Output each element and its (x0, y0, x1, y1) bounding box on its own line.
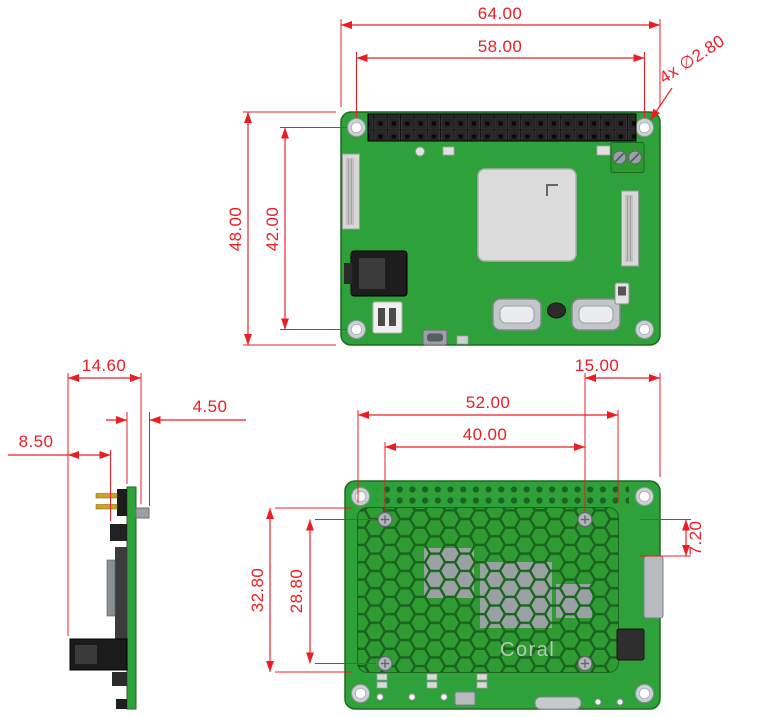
dim-heatsink-height: 32.80 (248, 568, 267, 613)
heatsink-screw (577, 655, 593, 672)
screw-slot (614, 152, 625, 163)
som-module (477, 168, 577, 262)
small-pad (376, 673, 388, 681)
small-pad (376, 681, 388, 689)
speaker-connector-inner (359, 258, 385, 289)
small-part (442, 146, 455, 156)
wire-connector-body (372, 301, 403, 334)
bottom-edge-connector (422, 329, 448, 346)
dim-board-height: 48.00 (226, 207, 245, 252)
wire-connector-slot (378, 308, 385, 326)
dim-top-offset: 4.50 (193, 397, 228, 416)
dim-hole-span-width: 58.00 (478, 37, 523, 56)
wire-connector (372, 301, 403, 334)
bottom-edge-connector-slot (427, 333, 443, 342)
dim-hole-note: 4x ∅2.80 (656, 31, 728, 87)
heatsink-screw (377, 511, 393, 528)
usb-c-port (571, 298, 621, 331)
component-tall (115, 547, 127, 639)
mounting-hole (635, 118, 654, 137)
small-pad (476, 681, 488, 689)
bottom-edge-parts (376, 673, 624, 710)
mounting-hole (635, 487, 654, 506)
honeycomb-gray-patch (556, 584, 592, 618)
mounting-hole (347, 320, 366, 339)
small-pad (476, 673, 488, 681)
gpio-pin (95, 493, 118, 499)
small-part (596, 145, 611, 156)
hole-leader-line (650, 87, 673, 121)
mounting-hole (635, 684, 654, 703)
small-button (415, 146, 425, 157)
module-corner-mark (546, 184, 558, 196)
heatsink-screw (577, 511, 593, 528)
usb-c-underside (534, 696, 582, 710)
screw-slot (630, 152, 640, 163)
dim-right-offset: 7.20 (686, 521, 705, 556)
heatsink-screw (377, 655, 393, 672)
ffc-connector-right (621, 190, 639, 267)
component-box (110, 524, 127, 541)
dim-heatsink-width: 52.00 (466, 393, 511, 412)
usb-c-port (492, 298, 542, 331)
small-connector (454, 691, 476, 706)
terminal-block (610, 142, 645, 173)
vent-holes (377, 486, 629, 509)
mounting-hole (347, 118, 366, 137)
dim-connector-depth: 8.50 (19, 432, 54, 451)
test-pad (408, 693, 416, 701)
heatsink-honeycomb (358, 508, 618, 672)
bottom-view-dimensions: 52.00 40.00 15.00 32.80 28.80 7.20 (248, 356, 705, 673)
small-pad (426, 681, 438, 689)
heatsink: Coral (357, 507, 619, 673)
wire-connector-slot (389, 308, 396, 326)
slide-switch (614, 282, 630, 305)
small-part (456, 335, 469, 345)
test-pad (616, 698, 624, 706)
gpio-header-pins (368, 114, 636, 141)
dark-connector (616, 628, 645, 661)
mounting-hole (351, 684, 370, 703)
gpio-header (367, 113, 637, 142)
dim-board-width: 64.00 (478, 4, 523, 23)
top-view (340, 111, 661, 346)
small-pad (426, 673, 438, 681)
speaker-connector-side-inner (75, 645, 97, 664)
bottom-view: Coral (344, 480, 664, 710)
component-small (112, 672, 127, 686)
component-tab (116, 699, 127, 709)
terminal-block-body (610, 142, 645, 173)
mounting-hole (635, 320, 654, 339)
slide-switch-knob (618, 286, 626, 296)
ffc-connector-left (342, 153, 360, 230)
coral-logo: Coral (500, 639, 555, 661)
standoff-part (135, 507, 150, 519)
honeycomb-gray-patch (424, 548, 474, 598)
mounting-hole (351, 487, 370, 506)
component-thin (106, 559, 116, 617)
speaker-connector (344, 250, 408, 297)
speaker-connector-lip (344, 263, 352, 284)
test-pad (440, 693, 448, 701)
dim-edge-offset: 15.00 (575, 356, 620, 375)
test-pad (376, 693, 384, 701)
side-view (69, 486, 150, 710)
sd-card-slot (643, 555, 664, 619)
test-pad (594, 698, 602, 706)
side-board (126, 486, 137, 710)
power-button (547, 302, 566, 319)
dim-screw-span-width: 40.00 (463, 425, 508, 444)
side-view-dimensions: 14.60 4.50 8.50 (8, 356, 246, 636)
gpio-pin (95, 504, 118, 510)
dim-hole-span-height: 42.00 (263, 207, 282, 252)
dim-screw-span-height: 28.80 (287, 569, 306, 614)
dim-overall-depth: 14.60 (82, 356, 127, 375)
honeycomb-gray-patch (480, 562, 552, 628)
gpio-header-side (117, 489, 127, 516)
